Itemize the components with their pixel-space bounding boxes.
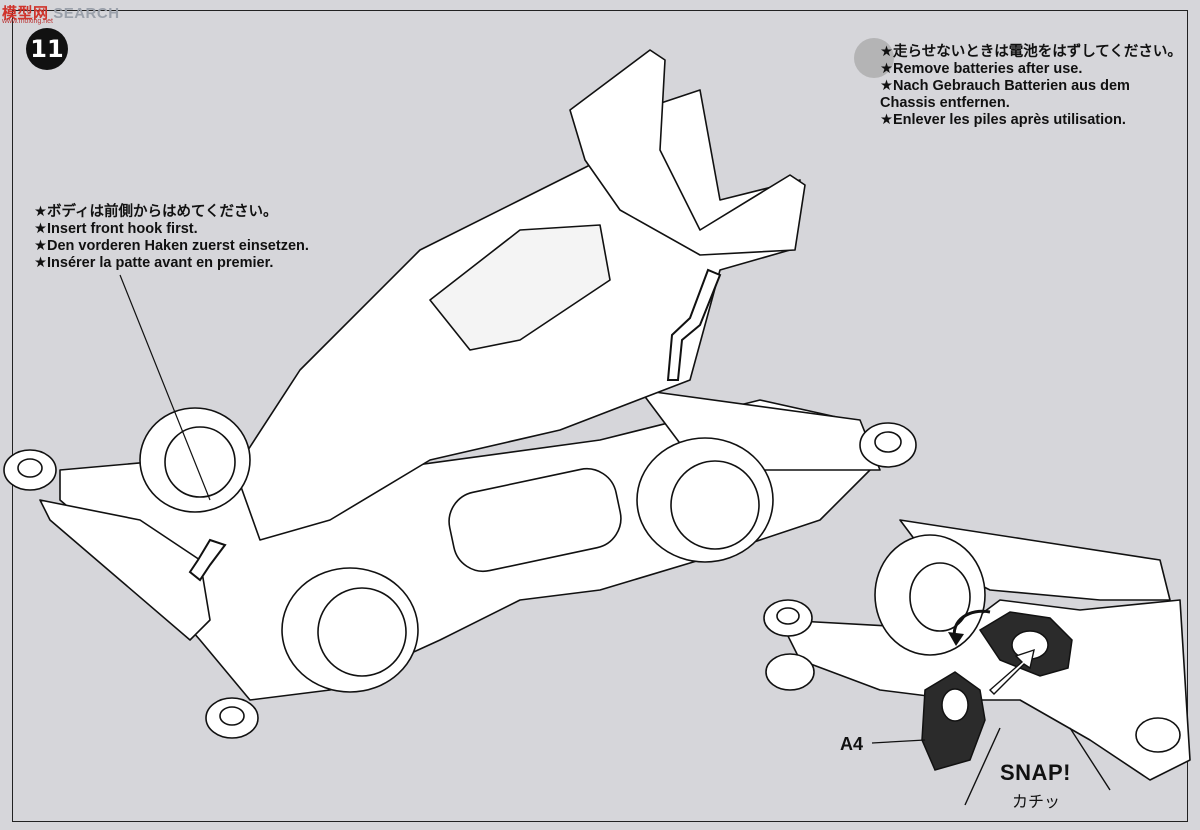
step-number-badge: 11 — [26, 28, 68, 70]
battery-note-jp: ★走らせないときは電池をはずしてください。 — [880, 44, 1182, 60]
snap-label-jp: カチッ — [1012, 794, 1061, 811]
insert-arrow — [988, 648, 1035, 695]
watermark-logo-en: SEARCH — [53, 5, 120, 22]
rear-hook-arrow — [666, 268, 722, 381]
part-a4-label: A4 — [840, 734, 864, 754]
front-hook-note-de: ★Den vorderen Haken zuerst einsetzen. — [34, 238, 309, 254]
battery-note-fr: ★Enlever les piles après utilisation. — [880, 112, 1126, 128]
front-hook-note-fr: ★Insérer la patte avant en premier. — [34, 255, 274, 271]
detail-chassis — [779, 599, 1191, 781]
snap-label: SNAP! — [1000, 760, 1071, 785]
motor-cover — [448, 467, 622, 573]
front-hook-note-en: ★Insert front hook first. — [34, 221, 198, 237]
front-note-leader — [119, 274, 211, 501]
detail-roller-bottom — [765, 653, 815, 691]
canopy — [429, 224, 611, 351]
battery-note-de-2: Chassis entfernen. — [880, 95, 1010, 111]
front-hook-note-jp: ★ボディは前側からはめてください。 — [34, 204, 278, 220]
front-bumper — [39, 499, 211, 641]
note-dot — [854, 38, 894, 78]
snap-line-right — [1069, 727, 1111, 791]
a4-leader — [871, 739, 926, 744]
rear-wing — [569, 49, 806, 256]
watermark-logo-cn: 模型网 — [2, 5, 49, 22]
battery-note: ★走らせないときは電池をはずしてください。 ★Remove batteries … — [880, 44, 1182, 129]
front-hook-note: ★ボディは前側からはめてください。 ★Insert front hook fir… — [34, 204, 309, 272]
battery-note-en: ★Remove batteries after use. — [880, 61, 1083, 77]
front-hook-arrow — [188, 538, 227, 582]
detail-roller-right — [1135, 717, 1181, 753]
watermark-logo: 模型网 SEARCH — [2, 2, 120, 23]
page-border — [12, 10, 1188, 822]
watermark-url: www.moxing.net — [2, 18, 53, 25]
battery-note-de-1: ★Nach Gebrauch Batterien aus dem — [880, 78, 1130, 94]
snap-line-left — [964, 727, 1001, 806]
